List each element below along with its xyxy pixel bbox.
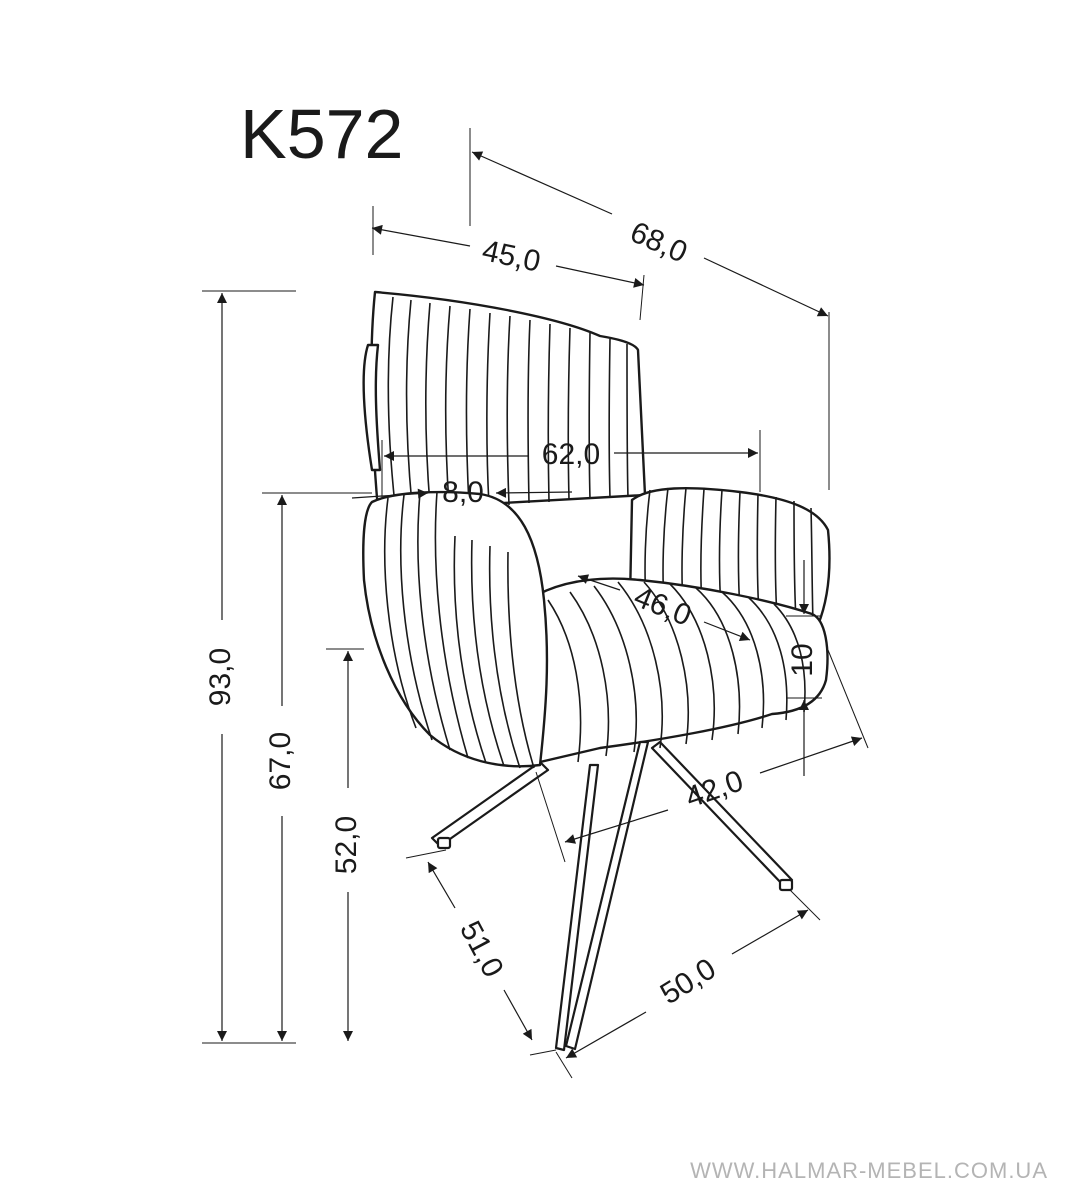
svg-text:10: 10 (786, 643, 819, 676)
svg-text:68,0: 68,0 (625, 216, 692, 270)
dim-height-total: 93,0 (202, 290, 296, 1044)
dim-armrest-height: 67,0 (262, 492, 372, 1041)
backrest-ribs (387, 296, 629, 506)
svg-text:52,0: 52,0 (330, 816, 363, 874)
seat-ribs (547, 581, 806, 763)
svg-text:67,0: 67,0 (264, 732, 297, 790)
chair-illustration (362, 290, 831, 1052)
model-title: K572 (240, 95, 403, 173)
svg-text:50,0: 50,0 (655, 952, 722, 1011)
dim-width-total: 62,0 (381, 430, 761, 498)
left-armrest-ribs (383, 491, 535, 769)
dim-base-left: 51,0 (405, 849, 557, 1056)
svg-text:45,0: 45,0 (479, 234, 543, 278)
seat-cushion (526, 577, 829, 764)
dim-armrest-width: 8,0 (351, 476, 573, 509)
svg-text:93,0: 93,0 (204, 648, 237, 706)
dim-base-right: 50,0 (555, 889, 821, 1079)
svg-text:51,0: 51,0 (453, 916, 510, 983)
dim-seat-height: 52,0 (326, 648, 364, 1041)
dim-seat-thickness: 10 (786, 560, 822, 776)
website-watermark: WWW.HALMAR-MEBEL.COM.UA (690, 1158, 1048, 1183)
svg-text:8,0: 8,0 (442, 476, 484, 509)
svg-text:62,0: 62,0 (542, 438, 600, 471)
